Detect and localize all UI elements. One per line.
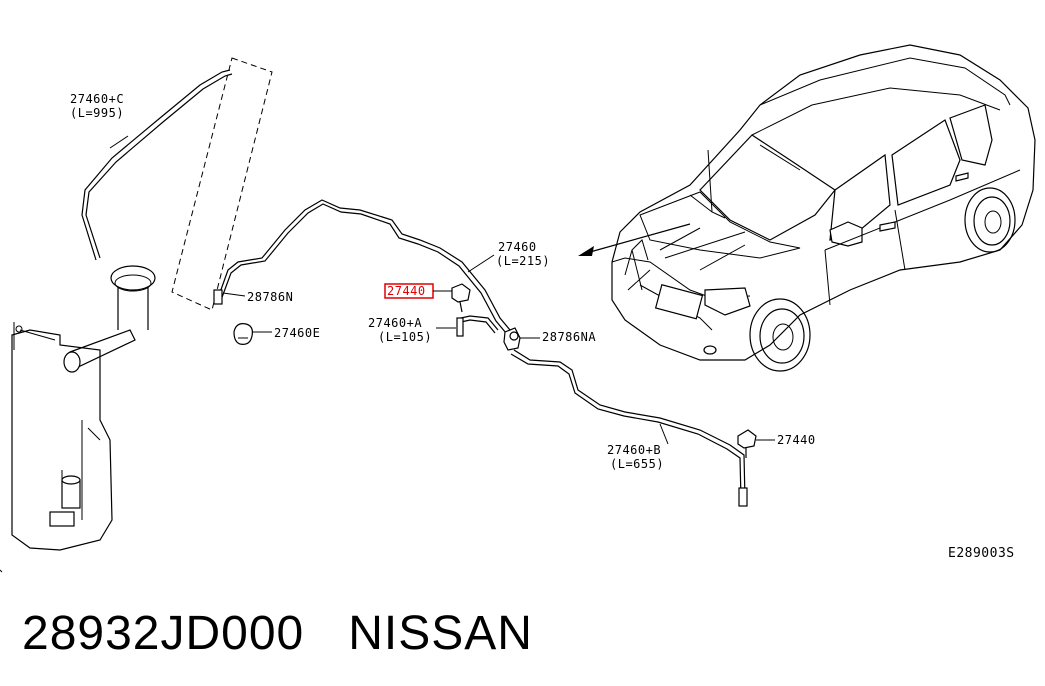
parts-diagram: 27460+C (L=995) 28786N 27460E 27440 2746… <box>0 44 1036 573</box>
hose-27460a: 27460+A (L=105) <box>368 315 499 344</box>
hose-27460c: 27460+C (L=995) <box>70 69 233 261</box>
label-27460-length: (L=215) <box>496 254 550 268</box>
pointer-arrow <box>578 223 691 256</box>
label-27440-right: 27440 <box>777 433 816 447</box>
label-27440-highlighted: 27440 <box>387 284 426 298</box>
clip-27460e: 27460E <box>233 323 320 345</box>
label-27460c-code: 27460+C <box>70 92 124 106</box>
label-27460-code: 27460 <box>498 240 537 254</box>
car-illustration <box>611 44 1036 372</box>
brand-name: NISSAN <box>348 606 533 660</box>
nozzle-27440-highlighted: 27440 <box>384 283 471 313</box>
washer-tank <box>11 265 156 551</box>
label-27460b-length: (L=655) <box>610 457 664 471</box>
label-27460c-length: (L=995) <box>70 106 124 120</box>
hose-27460b: 27460+B (L=655) <box>510 349 748 507</box>
label-28786na: 28786NA <box>542 330 596 344</box>
joint-28786na: 28786NA <box>503 327 596 351</box>
hood-hose <box>217 199 511 334</box>
clip-28786n: 28786N <box>213 289 293 305</box>
hose-27460: 27460 (L=215) <box>467 240 550 273</box>
label-27460a-code: 27460+A <box>368 316 422 330</box>
label-27460a-length: (L=105) <box>378 330 432 344</box>
hood-outline-dashed <box>171 57 273 311</box>
label-28786n: 28786N <box>247 290 293 304</box>
label-27460e: 27460E <box>274 326 320 340</box>
part-number: 28932JD000 <box>22 606 305 660</box>
diagram-code: E289003S <box>948 546 1015 561</box>
label-27460b-code: 27460+B <box>607 443 661 457</box>
part-caption: 28932JD000 NISSAN <box>22 598 533 668</box>
nozzle-27440-right: 27440 <box>737 429 816 458</box>
